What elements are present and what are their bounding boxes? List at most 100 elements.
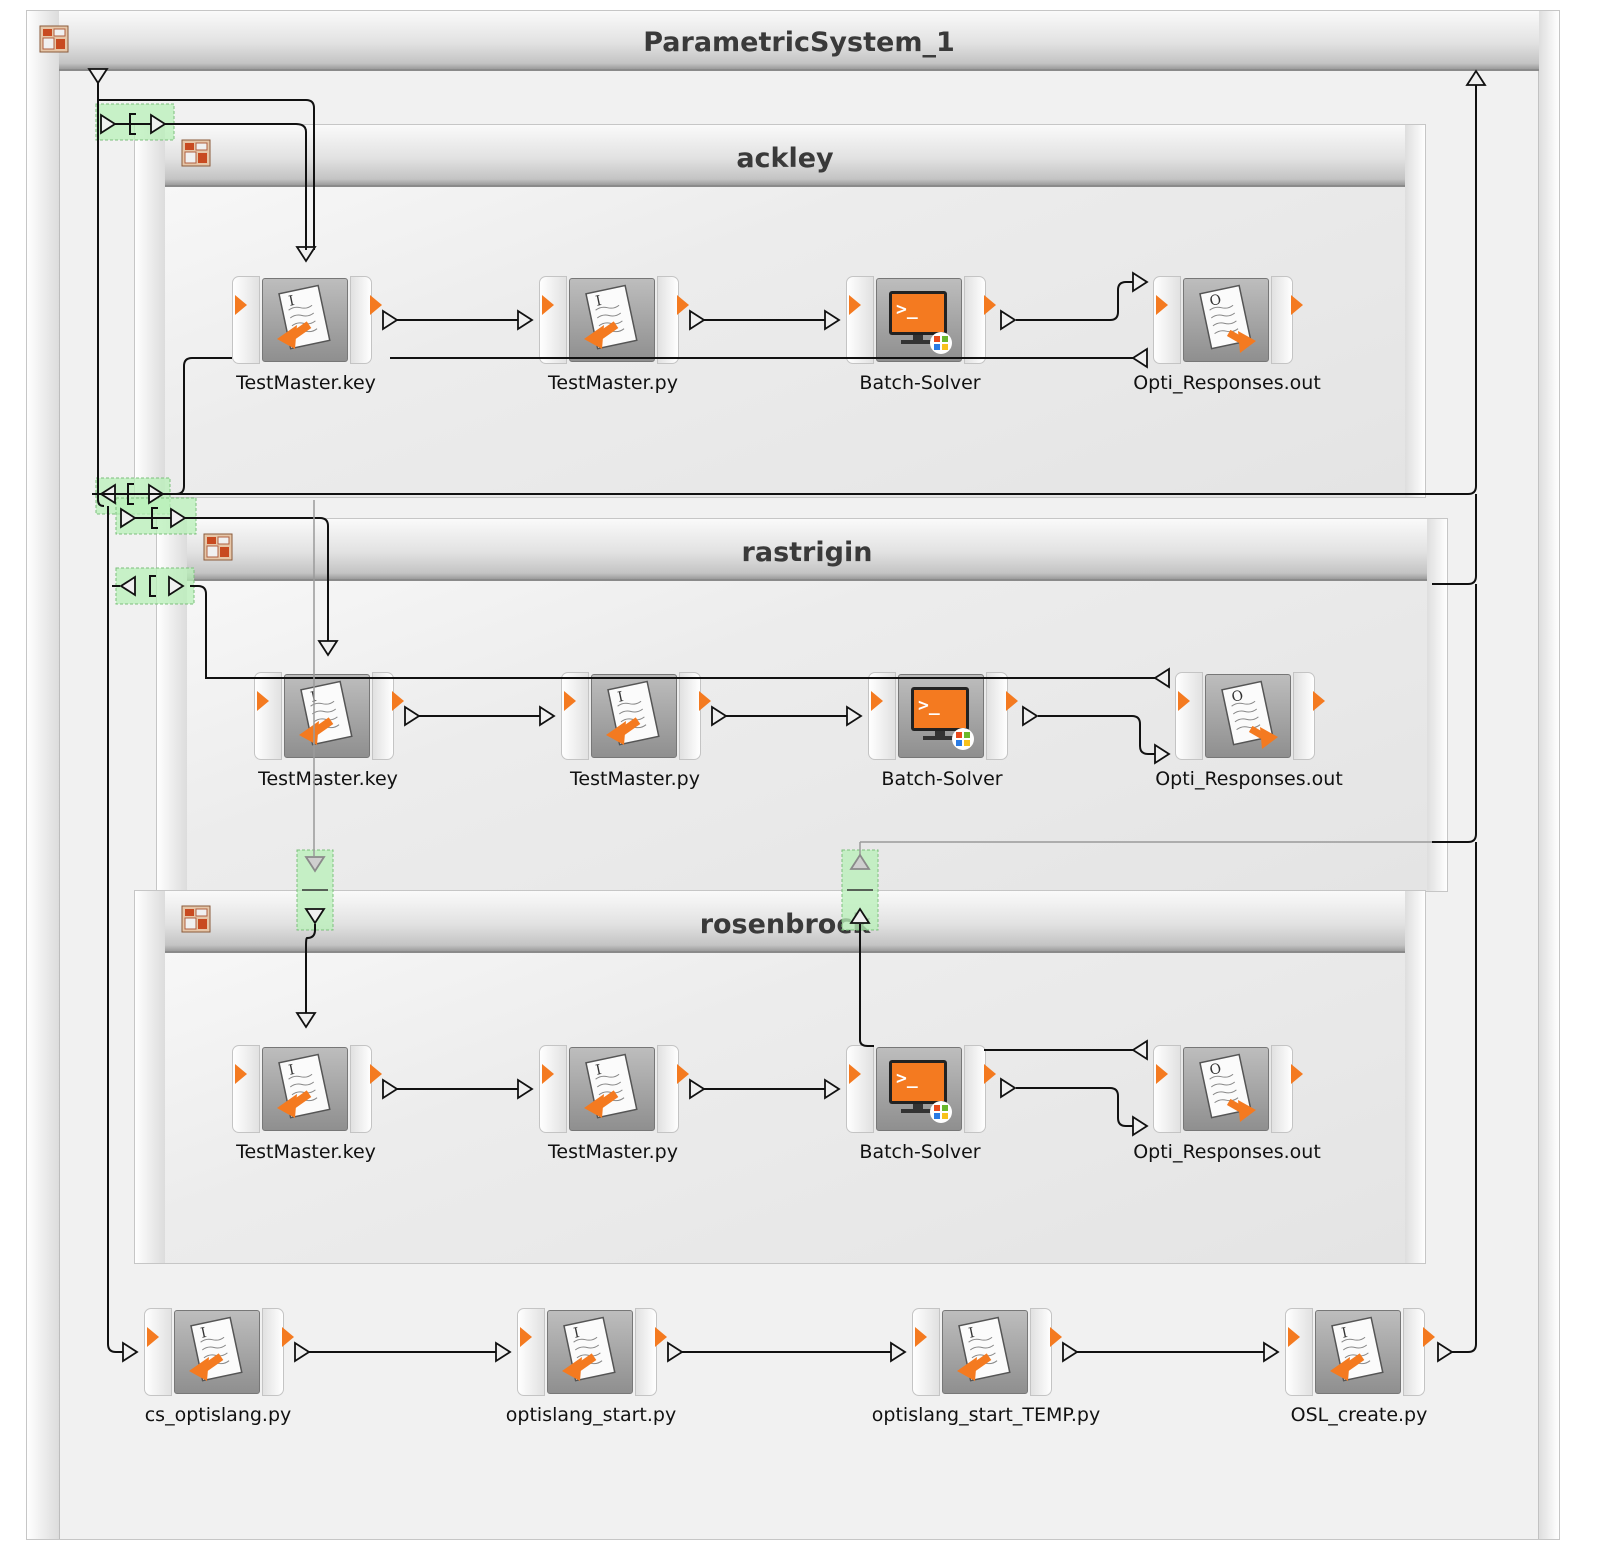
input-port-icon[interactable] xyxy=(564,691,576,711)
subsystem-header[interactable]: ackley xyxy=(165,125,1405,187)
system-header[interactable]: ParametricSystem_1 xyxy=(59,11,1539,71)
output-port-icon[interactable] xyxy=(392,691,404,711)
script-document-icon: I xyxy=(262,278,348,362)
node-label: TestMaster.py xyxy=(548,372,678,394)
node-1-1[interactable]: I xyxy=(561,672,711,760)
output-port-icon[interactable] xyxy=(1423,1327,1435,1347)
node-1-0[interactable]: I xyxy=(254,672,404,760)
node-label: TestMaster.key xyxy=(236,1141,376,1163)
node-output-cap xyxy=(1030,1308,1052,1396)
output-port-icon[interactable] xyxy=(984,1064,996,1084)
input-port-icon[interactable] xyxy=(1156,1064,1168,1084)
node-output-cap xyxy=(657,276,679,364)
output-port-icon[interactable] xyxy=(1006,691,1018,711)
node-input-cap xyxy=(232,1045,260,1133)
input-port-icon[interactable] xyxy=(915,1327,927,1347)
output-port-icon[interactable] xyxy=(655,1327,667,1347)
node-2-1[interactable]: I xyxy=(539,1045,689,1133)
input-port-icon[interactable] xyxy=(235,1064,247,1084)
script-node-0[interactable]: I xyxy=(144,1308,294,1396)
script-node-2[interactable]: I xyxy=(912,1308,1062,1396)
output-port-icon[interactable] xyxy=(370,295,382,315)
subsystem-title: rastrigin xyxy=(741,537,873,568)
svg-text:I: I xyxy=(199,1325,208,1342)
system-title: ParametricSystem_1 xyxy=(643,27,955,58)
input-port-icon[interactable] xyxy=(1178,691,1190,711)
output-document-icon: O xyxy=(1183,1047,1269,1131)
output-port-icon[interactable] xyxy=(984,295,996,315)
node-input-cap xyxy=(1175,672,1203,760)
node-output-cap xyxy=(1271,276,1293,364)
node-0-1[interactable]: I xyxy=(539,276,689,364)
node-output-cap xyxy=(635,1308,657,1396)
input-port-icon[interactable] xyxy=(520,1327,532,1347)
subsystem-left-rail xyxy=(157,519,188,891)
node-input-cap xyxy=(539,1045,567,1133)
node-output-cap xyxy=(986,672,1008,760)
output-port-icon[interactable] xyxy=(1313,691,1325,711)
output-port-icon[interactable] xyxy=(1050,1327,1062,1347)
svg-text:I: I xyxy=(1340,1325,1349,1342)
system-icon xyxy=(39,25,69,53)
output-port-icon[interactable] xyxy=(282,1327,294,1347)
output-port-icon[interactable] xyxy=(1291,1064,1303,1084)
input-port-icon[interactable] xyxy=(542,1064,554,1084)
subsystem-header[interactable]: rosenbrock xyxy=(165,891,1405,953)
subsystem-title: ackley xyxy=(736,143,834,174)
node-label: TestMaster.py xyxy=(570,768,700,790)
input-port-icon[interactable] xyxy=(849,1064,861,1084)
node-input-cap xyxy=(846,276,874,364)
node-2-3[interactable]: O xyxy=(1153,1045,1303,1133)
node-0-0[interactable]: I xyxy=(232,276,382,364)
subsystem-header[interactable]: rastrigin xyxy=(187,519,1427,581)
batch-terminal-icon: >_ xyxy=(898,674,984,758)
node-label: Batch-Solver xyxy=(859,1141,981,1163)
node-label: cs_optislang.py xyxy=(144,1404,292,1426)
system-icon xyxy=(181,139,211,167)
node-0-2[interactable]: >_ xyxy=(846,276,996,364)
system-icon xyxy=(203,533,233,561)
output-port-icon[interactable] xyxy=(1291,295,1303,315)
output-port-icon[interactable] xyxy=(699,691,711,711)
script-document-icon: I xyxy=(547,1310,633,1394)
subsystem-left-rail xyxy=(135,891,166,1263)
subsystem-right-rail xyxy=(1404,891,1425,1263)
svg-text:>_: >_ xyxy=(896,1068,918,1089)
svg-text:I: I xyxy=(616,689,625,706)
input-port-icon[interactable] xyxy=(542,295,554,315)
node-output-cap xyxy=(372,672,394,760)
svg-text:I: I xyxy=(572,1325,581,1342)
node-input-cap xyxy=(868,672,896,760)
node-label: Batch-Solver xyxy=(881,768,1003,790)
node-1-3[interactable]: O xyxy=(1175,672,1325,760)
node-input-cap xyxy=(1285,1308,1313,1396)
output-port-icon[interactable] xyxy=(677,1064,689,1084)
node-output-cap xyxy=(1271,1045,1293,1133)
input-port-icon[interactable] xyxy=(147,1327,159,1347)
output-port-icon[interactable] xyxy=(370,1064,382,1084)
node-1-2[interactable]: >_ xyxy=(868,672,1018,760)
node-label: Batch-Solver xyxy=(859,372,981,394)
node-2-2[interactable]: >_ xyxy=(846,1045,996,1133)
input-port-icon[interactable] xyxy=(1156,295,1168,315)
node-2-0[interactable]: I xyxy=(232,1045,382,1133)
output-port-icon[interactable] xyxy=(677,295,689,315)
node-output-cap xyxy=(1293,672,1315,760)
node-input-cap xyxy=(561,672,589,760)
node-input-cap xyxy=(254,672,282,760)
node-0-3[interactable]: O xyxy=(1153,276,1303,364)
input-port-icon[interactable] xyxy=(849,295,861,315)
script-node-1[interactable]: I xyxy=(517,1308,667,1396)
node-output-cap xyxy=(350,276,372,364)
batch-terminal-icon: >_ xyxy=(876,278,962,362)
input-port-icon[interactable] xyxy=(1288,1327,1300,1347)
script-node-3[interactable]: I xyxy=(1285,1308,1435,1396)
script-document-icon: I xyxy=(174,1310,260,1394)
system-right-rail xyxy=(1538,11,1559,1539)
node-output-cap xyxy=(964,1045,986,1133)
input-port-icon[interactable] xyxy=(871,691,883,711)
input-port-icon[interactable] xyxy=(257,691,269,711)
svg-text:>_: >_ xyxy=(918,695,940,716)
svg-text:O: O xyxy=(1230,688,1245,706)
input-port-icon[interactable] xyxy=(235,295,247,315)
